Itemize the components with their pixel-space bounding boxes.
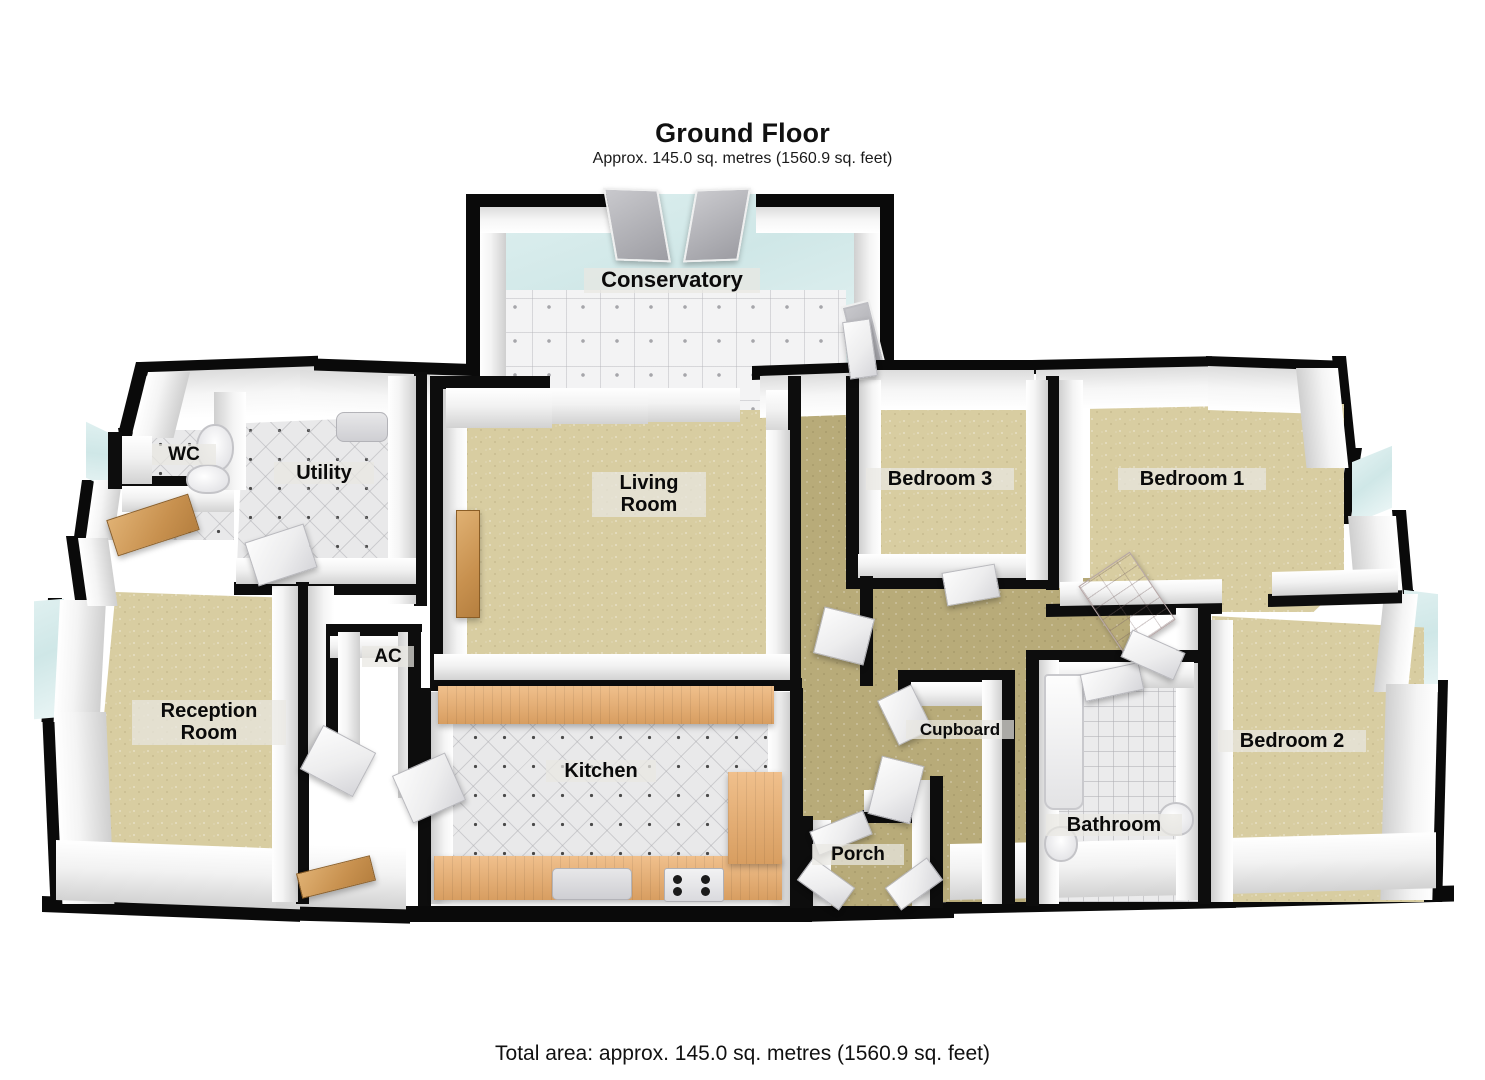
conservatory-top-left-face <box>480 207 612 233</box>
room-label-conservatory: Conservatory <box>584 267 760 293</box>
wall-bathroom-left <box>1026 650 1039 906</box>
exterior-wall-bottom-kitchen <box>400 906 812 922</box>
wall-face-wc-left <box>122 436 152 484</box>
kitchen-hob <box>664 868 724 902</box>
room-label-bathroom: Bathroom <box>1046 814 1182 837</box>
page-subtitle: Approx. 145.0 sq. metres (1560.9 sq. fee… <box>592 150 893 167</box>
wall-reception-right <box>296 582 309 904</box>
wall-face-living-top-left <box>446 388 552 428</box>
kitchen-counter-top <box>438 686 774 724</box>
wall-face-living-right <box>766 430 790 688</box>
room-label-ac: AC <box>362 646 414 668</box>
wall-wc-left <box>108 432 122 486</box>
kitchen-sink <box>552 868 632 900</box>
conservatory-wall-top-right <box>756 194 894 207</box>
wall-face-bedroom2-right-in <box>1211 620 1233 902</box>
wall-face-bedroom1-left <box>1059 380 1083 588</box>
wall-bedroom2-left <box>1198 604 1211 904</box>
room-label-bedroom-2: Bedroom 2 <box>1218 730 1366 753</box>
living-room-floor <box>446 410 792 680</box>
room-label-kitchen: Kitchen <box>546 760 656 783</box>
wall-face-living-top-right <box>766 390 792 434</box>
wall-face-cupboard-right <box>982 680 1002 904</box>
wall-bedroom3-left <box>846 376 859 584</box>
room-label-wc: WC <box>152 444 216 466</box>
wall-face-living-bottom <box>434 654 790 680</box>
wall-face-bottom-left <box>56 840 300 910</box>
wall-face-living-top-mid <box>552 388 648 424</box>
living-room-door[interactable] <box>456 510 480 618</box>
wall-face-bedroom3-right <box>1026 380 1048 580</box>
conservatory-top-right-face <box>756 207 880 233</box>
room-label-porch: Porch <box>812 844 904 866</box>
wall-ac-right <box>408 624 421 800</box>
wall-face-living-top-mid2 <box>648 388 740 422</box>
room-label-bedroom-1: Bedroom 1 <box>1118 468 1266 491</box>
wall-face-ac-left <box>338 632 360 750</box>
wc-basin <box>186 464 230 494</box>
wall-utility-right <box>414 372 427 606</box>
wall-face-bedroom1-bottom2 <box>1272 568 1398 596</box>
total-area-text: Total area: approx. 145.0 sq. metres (15… <box>495 1042 990 1065</box>
room-label-bedroom-3: Bedroom 3 <box>866 468 1014 491</box>
wall-face-top-right1 <box>876 370 1034 410</box>
wall-kitchen-right <box>790 688 803 908</box>
wall-bedroom3-right <box>1046 376 1059 590</box>
room-label-utility: Utility <box>274 462 374 485</box>
wall-living-left <box>430 376 443 690</box>
conservatory-wall-top-left <box>466 194 612 207</box>
room-label-cupboard: Cupboard <box>906 720 1014 740</box>
room-label-living-room: Living Room <box>592 472 706 517</box>
room-label-reception-room: Reception Room <box>132 700 286 745</box>
utility-sink <box>336 412 388 442</box>
wall-cupboard-right <box>1002 670 1015 904</box>
bath-tub <box>1044 674 1084 810</box>
wall-living-right <box>788 376 801 688</box>
wall-living-top-left <box>430 376 550 389</box>
wall-face-bottom-right <box>1228 832 1436 894</box>
floorplan-drawing: Conservatory <box>0 180 1485 970</box>
wall-face-left-lower <box>53 600 106 722</box>
wall-cupboard-top <box>898 670 1014 683</box>
kitchen-counter-right <box>728 772 782 864</box>
page-title: Ground Floor <box>655 118 830 148</box>
